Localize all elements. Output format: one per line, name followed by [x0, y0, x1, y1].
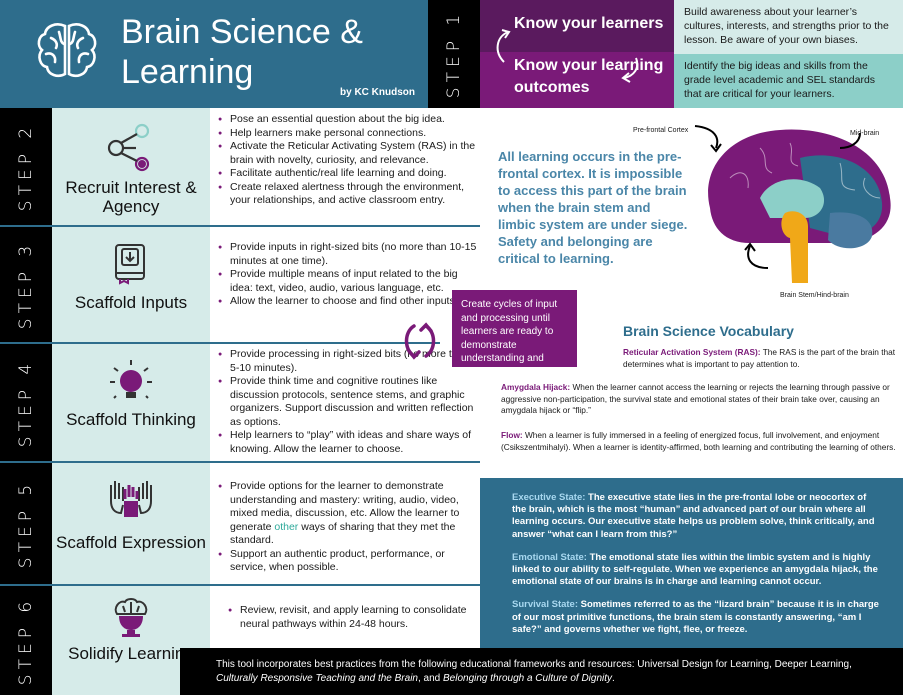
midbrain-label: Mid-brain — [850, 130, 880, 137]
step-6-tab: STEP 6 — [0, 586, 52, 695]
list-item: Pose an essential question about the big… — [216, 113, 480, 127]
state-definition: Sometimes referred to as the “lizard bra… — [512, 599, 879, 635]
brain-statement: All learning occurs in the pre-frontal c… — [498, 149, 688, 266]
divider — [0, 342, 440, 344]
step-6-panel: Solidify Learning — [52, 586, 210, 695]
know-outcomes-heading: Know your learning outcomes — [514, 57, 664, 96]
step-2-panel: Recruit Interest & Agency — [52, 108, 210, 226]
step-3-label: STEP 3 — [16, 240, 37, 330]
step-4-tab: STEP 4 — [0, 344, 52, 462]
list-item: Review, revisit, and apply learning to c… — [226, 604, 480, 631]
know-learners-description: Build awareness about your learner’s cul… — [674, 0, 903, 54]
author-byline: by KC Knudson — [340, 87, 415, 98]
list-item: Help learners make personal connections. — [216, 127, 480, 141]
list-item: Allow the learner to choose and find oth… — [216, 295, 480, 309]
page-title: Brain Science & Learning — [121, 13, 363, 91]
know-box — [480, 0, 674, 108]
survival-state: Survival State: Sometimes referred to as… — [512, 599, 883, 636]
step-2-label: STEP 2 — [16, 122, 37, 212]
state-definition: The executive state lies in the pre-fron… — [512, 492, 875, 540]
step-6-label: STEP 6 — [16, 596, 37, 685]
step-2-bullets: Pose an essential question about the big… — [210, 113, 480, 208]
brain-diagram-icon — [694, 125, 891, 283]
cycle-callout: Create cycles of input and processing un… — [452, 290, 577, 378]
step-4-title: Scaffold Thinking — [66, 410, 196, 429]
list-item: Provide inputs in right-sized bits (no m… — [216, 241, 480, 268]
know-learners-heading: Know your learners — [514, 15, 664, 32]
brain-icon — [37, 23, 97, 78]
step-5-panel: Scaffold Expression — [52, 463, 210, 585]
footer-text: This tool incorporates best practices fr… — [216, 659, 852, 670]
state-term: Emotional State: — [512, 551, 587, 563]
bullet-text: Provide options for the learner to demon… — [230, 480, 460, 533]
footer-text: , and — [417, 673, 444, 684]
share-network-icon — [107, 123, 150, 172]
refresh-cycle-icon — [404, 322, 436, 360]
list-item: Provide think time and cognitive routine… — [216, 375, 480, 429]
executive-state: Executive State: The executive state lie… — [512, 492, 883, 541]
vocab-definition: When a learner is fully immersed in a fe… — [501, 430, 896, 452]
list-item: Provide processing in right-sized bits (… — [216, 348, 480, 375]
step-4-bullets: Provide processing in right-sized bits (… — [210, 348, 480, 456]
divider — [0, 584, 480, 586]
vocab-term: Reticular Activation System (RAS): — [623, 347, 761, 357]
emotional-state: Emotional State: The emotional state lie… — [512, 552, 883, 589]
step-3-tab: STEP 3 — [0, 227, 52, 343]
header-banner — [0, 0, 428, 108]
other-emphasis: other — [274, 520, 299, 533]
brain-chalice-icon — [114, 598, 148, 637]
vocab-definition: When the learner cannot access the learn… — [501, 382, 890, 415]
footer-source-1: Culturally Responsive Teaching and the B… — [216, 673, 418, 684]
step-1-tab: STEP 1 — [428, 0, 480, 108]
brainstem-label: Brain Stem/Hind-brain — [780, 292, 849, 299]
step-5-tab: STEP 5 — [0, 463, 52, 585]
step-5-bullets: Provide options for the learner to demon… — [210, 480, 480, 575]
know-outcomes-description: Identify the big ideas and skills from t… — [674, 54, 903, 108]
step-2-tab: STEP 2 — [0, 108, 52, 226]
step-4-panel: Scaffold Thinking — [52, 344, 210, 462]
cycle-arrows-icon — [496, 29, 639, 83]
vocab-amygdala: Amygdala Hijack: When the learner cannot… — [501, 382, 899, 417]
footer-source-2: Belonging through a Culture of Dignity — [443, 673, 613, 684]
step-1-label: STEP 1 — [444, 9, 465, 99]
step-3-bullets: Provide inputs in right-sized bits (no m… — [210, 241, 480, 309]
state-term: Executive State: — [512, 492, 586, 503]
list-item: Activate the Reticular Activating System… — [216, 140, 480, 167]
footer-credits: This tool incorporates best practices fr… — [180, 648, 903, 695]
list-item: Help learners to “play” with ideas and s… — [216, 429, 480, 456]
vocab-definition: The RAS is the part of the brain that de… — [623, 347, 896, 369]
step-2-title: Recruit Interest & Agency — [65, 178, 197, 216]
step-6-bullets: Review, revisit, and apply learning to c… — [210, 604, 480, 631]
step-4-label: STEP 4 — [16, 358, 37, 448]
list-item: Facilitate authentic/real life learning … — [216, 167, 480, 181]
vocab-term: Flow: — [501, 430, 523, 440]
step-5-label: STEP 5 — [16, 479, 37, 569]
vocab-ras: Reticular Activation System (RAS): The R… — [623, 347, 898, 370]
divider — [0, 225, 480, 227]
bullet-text: ways of sharing that they met the standa… — [230, 520, 456, 547]
list-item: Provide options for the learner to demon… — [216, 480, 480, 548]
list-item: Provide multiple means of input related … — [216, 268, 480, 295]
step-5-title: Scaffold Expression — [56, 533, 206, 552]
vocab-heading: Brain Science Vocabulary — [623, 323, 794, 339]
brain-states-panel: Executive State: The executive state lie… — [480, 478, 903, 648]
step-3-panel: Scaffold Inputs — [52, 227, 210, 343]
state-term: Survival State: — [512, 599, 578, 611]
book-download-icon — [115, 244, 145, 285]
list-item: Support an authentic product, performanc… — [216, 548, 480, 575]
step-3-title: Scaffold Inputs — [74, 293, 188, 312]
divider — [0, 461, 480, 463]
step-6-title: Solidify Learning — [68, 644, 194, 663]
list-item: Create relaxed alertness through the env… — [216, 181, 480, 208]
raised-hands-icon — [110, 481, 152, 517]
state-definition: The emotional state lies within the limb… — [512, 551, 878, 588]
vocab-flow: Flow: When a learner is fully immersed i… — [501, 430, 899, 453]
footer-text: . — [612, 673, 615, 684]
vocab-term: Amygdala Hijack: — [501, 382, 571, 392]
prefrontal-label: Pre-frontal Cortex — [633, 127, 689, 134]
lightbulb-head-icon — [110, 360, 152, 399]
